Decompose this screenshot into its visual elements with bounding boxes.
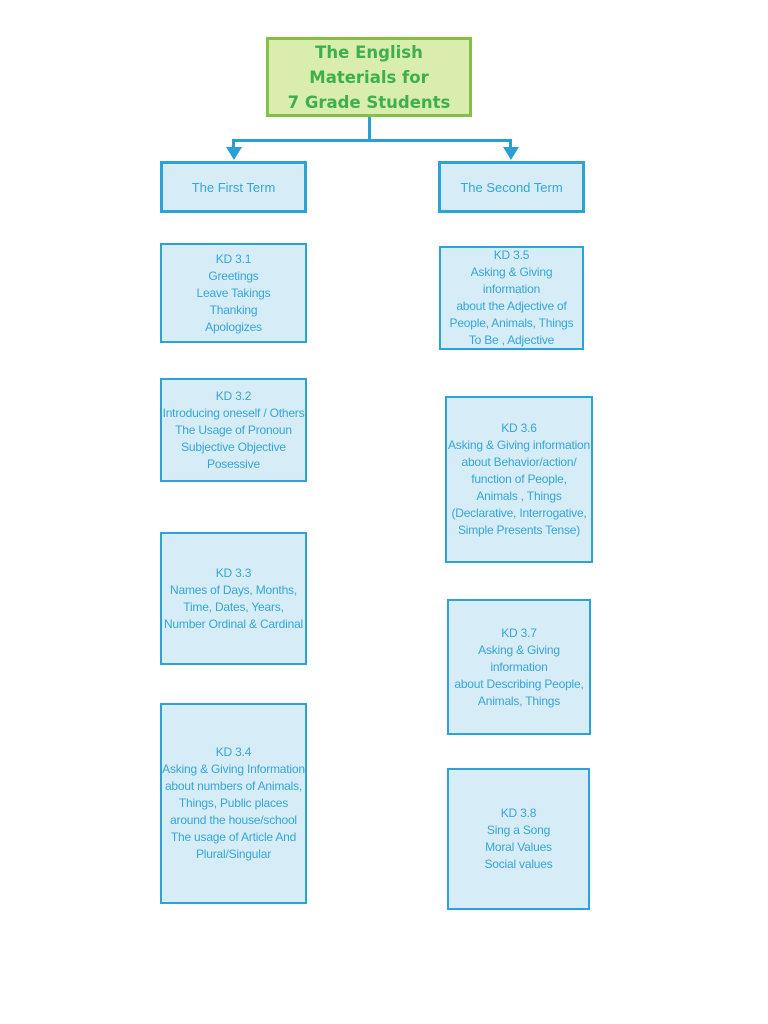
node-kd-3-6: KD 3.6 Asking & Giving information about… bbox=[445, 396, 593, 563]
node-kd-3-2: KD 3.2 Introducing oneself / Others The … bbox=[160, 378, 307, 482]
node-first-term: The First Term bbox=[160, 161, 307, 213]
node-kd-3-4: KD 3.4 Asking & Giving Information about… bbox=[160, 703, 307, 904]
connector-stem-line bbox=[368, 117, 371, 140]
node-kd-3-7: KD 3.7 Asking & Giving information about… bbox=[447, 599, 591, 735]
node-kd-3-8: KD 3.8 Sing a Song Moral Values Social v… bbox=[447, 768, 590, 910]
node-kd-3-5: KD 3.5 Asking & Giving information about… bbox=[439, 246, 584, 350]
connector-right-drop-line bbox=[509, 139, 512, 148]
arrow-down-icon bbox=[503, 147, 519, 160]
node-second-term: The Second Term bbox=[438, 161, 585, 213]
connector-horizontal-line bbox=[232, 139, 512, 142]
connector-left-drop-line bbox=[232, 139, 235, 148]
diagram-root-title-box: The English Materials for 7 Grade Studen… bbox=[266, 37, 472, 117]
node-kd-3-3: KD 3.3 Names of Days, Months, Time, Date… bbox=[160, 532, 307, 665]
node-kd-3-1: KD 3.1 Greetings Leave Takings Thanking … bbox=[160, 243, 307, 343]
arrow-down-icon bbox=[226, 147, 242, 160]
